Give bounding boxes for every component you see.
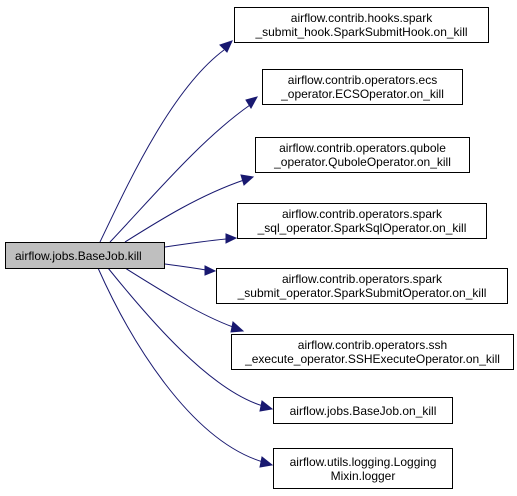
node-logging-mixin-logger[interactable]: airflow.utils.logging.Logging Mixin.logg… [273, 448, 453, 489]
node-line1: airflow.contrib.operators.spark [281, 207, 443, 221]
node-ssh-execute-operator-on-kill[interactable]: airflow.contrib.operators.ssh _execute_o… [231, 334, 514, 370]
edge-to-spark-submit-operator [164, 263, 207, 271]
arrowhead-spark-sql-operator [225, 233, 238, 244]
node-line1: airflow.jobs.BaseJob.on_kill [289, 403, 437, 418]
node-line2: _execute_operator.SSHExecuteOperator.on_… [245, 352, 500, 366]
node-line2: Mixin.logger [330, 468, 396, 483]
edge-to-spark-submit-hook [99, 49, 225, 243]
node-line2: _submit_hook.SparkSubmitHook.on_kill [255, 25, 468, 39]
node-line1: airflow.contrib.operators.spark [281, 272, 443, 286]
edge-to-logging-mixin-logger [97, 267, 264, 463]
node-line1: airflow.contrib.operators.ecs [287, 73, 438, 87]
root-node-label: airflow.jobs.BaseJob.kill [15, 248, 142, 263]
edge-to-qubole-operator [124, 179, 245, 243]
edge-to-spark-sql-operator [164, 238, 227, 248]
node-line1: airflow.contrib.operators.qubole [279, 141, 446, 155]
arrowhead-ecs-operator [245, 96, 259, 109]
node-spark-submit-operator-on-kill[interactable]: airflow.contrib.operators.spark _submit_… [216, 268, 508, 304]
node-line2: _sql_operator.SparkSqlOperator.on_kill [257, 221, 467, 235]
arrowhead-qubole-operator [240, 174, 255, 186]
arrowhead-ssh-execute-operator [230, 321, 245, 333]
node-basejob-on-kill[interactable]: airflow.jobs.BaseJob.on_kill [273, 397, 453, 424]
edge-to-ssh-execute-operator [124, 267, 234, 328]
node-line1: airflow.utils.logging.Logging [289, 454, 437, 469]
node-ecs-operator-on-kill[interactable]: airflow.contrib.operators.ecs _operator.… [262, 69, 463, 105]
node-line1: airflow.contrib.hooks.spark [290, 11, 433, 25]
node-line1: airflow.contrib.operators.ssh [297, 338, 448, 352]
edge-to-ecs-operator [109, 104, 251, 243]
arrowhead-basejob-on-kill [259, 400, 274, 412]
node-line2: _operator.ECSOperator.on_kill [281, 87, 444, 101]
node-line2: _submit_operator.SparkSubmitOperator.on_… [237, 286, 487, 300]
edge-to-basejob-on-kill [107, 267, 264, 407]
node-spark-submit-hook-on-kill[interactable]: airflow.contrib.hooks.spark _submit_hook… [234, 7, 489, 43]
arrowhead-spark-submit-hook [219, 40, 233, 53]
node-qubole-operator-on-kill[interactable]: airflow.contrib.operators.qubole _operat… [255, 137, 470, 173]
root-node-basejob-kill[interactable]: airflow.jobs.BaseJob.kill [5, 242, 165, 269]
node-line2: _operator.QuboleOperator.on_kill [274, 155, 451, 169]
arrowhead-logging-mixin-logger [259, 456, 274, 468]
node-spark-sql-operator-on-kill[interactable]: airflow.contrib.operators.spark _sql_ope… [237, 203, 487, 239]
arrowhead-spark-submit-operator [204, 265, 217, 276]
